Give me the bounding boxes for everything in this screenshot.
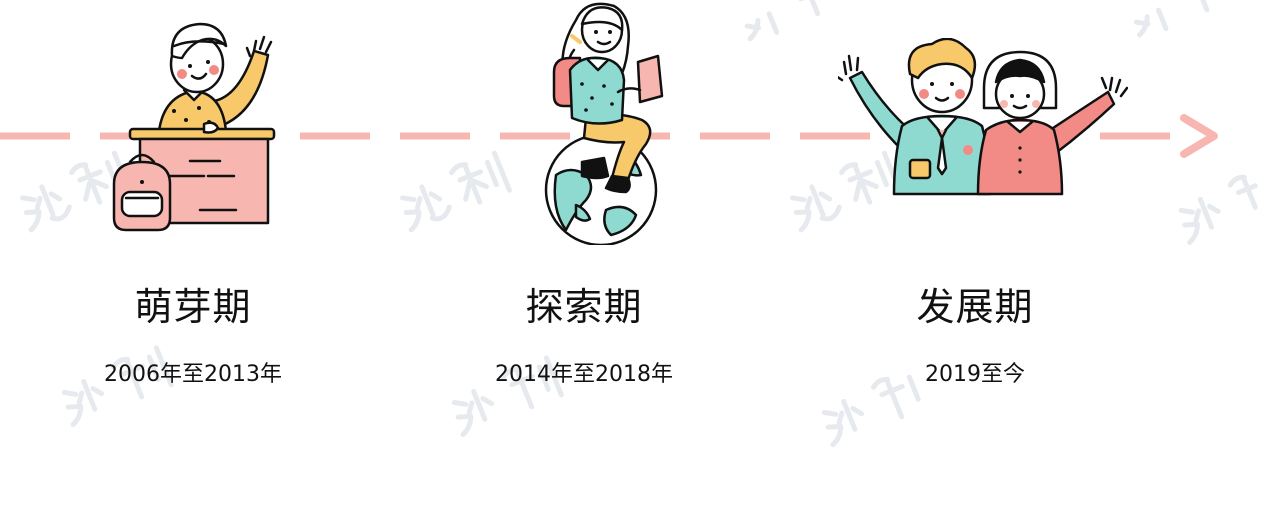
student-at-desk-icon bbox=[112, 22, 276, 232]
stage-title: 发展期 bbox=[916, 285, 1034, 329]
stage-title: 探索期 bbox=[525, 285, 643, 329]
stage-period: 2006年至2013年 bbox=[104, 362, 282, 387]
girl-on-globe-icon bbox=[544, 2, 664, 245]
stage-period: 2019至今 bbox=[925, 362, 1025, 387]
two-students-waving-icon bbox=[838, 38, 1128, 196]
stage-period: 2014年至2018年 bbox=[495, 362, 673, 387]
stage-title: 萌芽期 bbox=[134, 285, 252, 329]
timeline-arrowhead bbox=[1180, 114, 1218, 158]
